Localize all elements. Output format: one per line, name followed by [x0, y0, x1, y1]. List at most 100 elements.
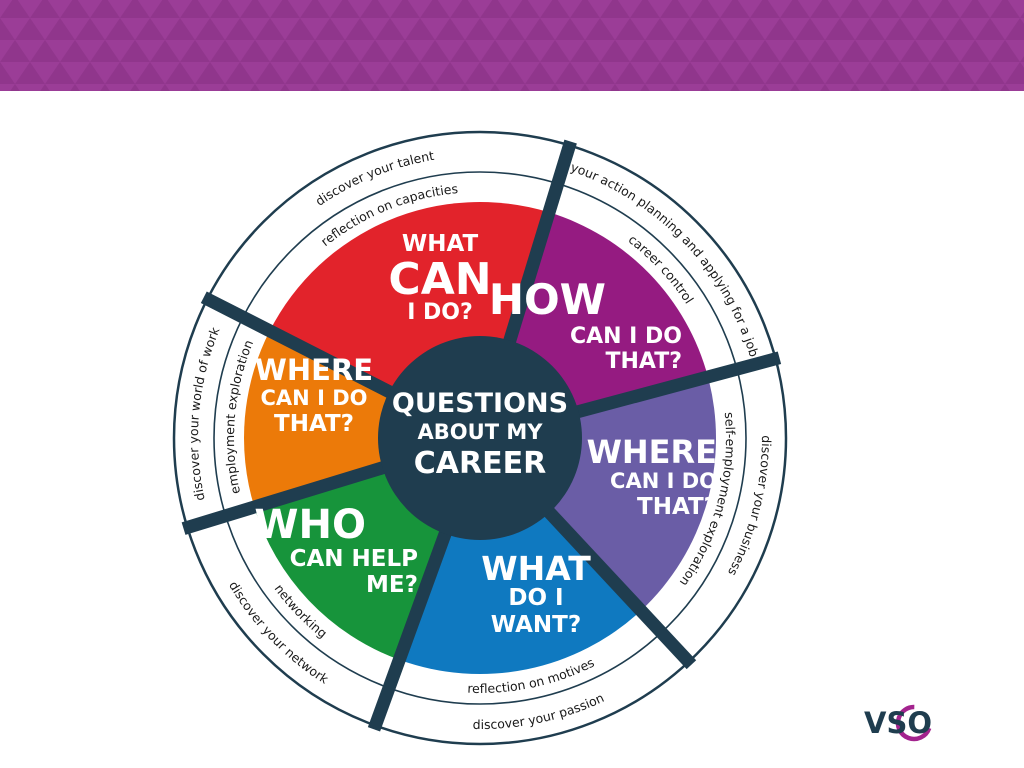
- segment-title-where-left-line-3: THAT?: [274, 411, 354, 437]
- banner-triangle: [750, 40, 780, 62]
- banner-triangle: [435, 18, 465, 40]
- banner-triangle: [310, 84, 320, 91]
- banner-triangle: [400, 84, 410, 91]
- banner-triangle: [555, 62, 585, 84]
- banner-triangle: [975, 62, 1005, 84]
- vso-logo-mark: VSO: [864, 704, 933, 742]
- banner-triangle: [285, 18, 315, 40]
- banner-triangle: [600, 40, 630, 62]
- banner-triangle: [555, 18, 585, 40]
- banner-triangle: [465, 18, 495, 40]
- banner-triangle: [580, 84, 590, 91]
- banner-triangle: [270, 0, 300, 18]
- banner-triangle: [660, 40, 690, 62]
- banner-triangle: [75, 62, 105, 84]
- vso-logo-ring: [895, 704, 933, 742]
- banner-triangle: [285, 62, 315, 84]
- vso-logo-text: VSO: [864, 706, 932, 740]
- banner-triangle: [120, 40, 150, 62]
- segment-title-how-can-line-3: THAT?: [605, 349, 682, 374]
- banner-triangle: [525, 62, 555, 84]
- banner-triangle: [675, 18, 705, 40]
- banner-triangle: [450, 40, 480, 62]
- banner-triangle: [105, 62, 135, 84]
- banner-triangle: [195, 62, 225, 84]
- vso-logo: VSO: [862, 694, 936, 754]
- banner-triangle: [790, 84, 800, 91]
- segment-title-how-can-line-2: CAN I DO: [570, 324, 682, 349]
- banner-triangle: [405, 62, 435, 84]
- center-title-line-2: ABOUT MY: [418, 420, 544, 444]
- banner-triangle: [10, 84, 20, 91]
- banner-triangle: [510, 40, 540, 62]
- banner-triangle: [130, 84, 140, 91]
- banner-triangle: [165, 62, 195, 84]
- banner-triangle: [690, 0, 720, 18]
- banner-triangle: [495, 62, 525, 84]
- banner-triangle: [700, 84, 710, 91]
- segment-title-what-can-line-2: CAN: [388, 254, 491, 305]
- banner-triangle: [780, 0, 810, 18]
- banner-triangle: [960, 0, 990, 18]
- banner-triangle: [840, 0, 870, 18]
- banner-triangle: [645, 18, 675, 40]
- header-banner: [0, 0, 1024, 91]
- banner-triangle: [610, 84, 620, 91]
- banner-triangle: [460, 84, 470, 91]
- segment-dividers: [181, 139, 782, 732]
- banner-triangle: [280, 84, 290, 91]
- banner-triangle: [630, 0, 660, 18]
- banner-triangle: [675, 62, 705, 84]
- banner-triangle: [435, 62, 465, 84]
- banner-triangle: [240, 0, 270, 18]
- banner-triangle: [70, 84, 80, 91]
- banner-triangle: [810, 40, 840, 62]
- banner-triangle: [330, 0, 360, 18]
- banner-triangle: [825, 18, 855, 40]
- banner-triangle: [585, 62, 615, 84]
- banner-triangle: [315, 62, 345, 84]
- center-hub: [378, 336, 582, 540]
- banner-triangle: [795, 62, 825, 84]
- banner-triangle: [190, 84, 200, 91]
- banner-triangle: [585, 18, 615, 40]
- banner-triangle: [1005, 18, 1024, 40]
- banner-triangle: [15, 62, 45, 84]
- banner-triangle: [720, 0, 750, 18]
- banner-pattern: [0, 0, 1024, 91]
- banner-triangle: [225, 62, 255, 84]
- banner-triangle: [525, 18, 555, 40]
- banner-triangle: [660, 0, 690, 18]
- center-title-line-1: QUESTIONS: [392, 388, 568, 419]
- banner-triangle: [600, 0, 630, 18]
- center-title: QUESTIONS ABOUT MY CAREER: [392, 388, 568, 481]
- segment-wedge-where-left: [244, 330, 480, 507]
- banner-triangle: [930, 0, 960, 18]
- banner-triangle: [30, 0, 60, 18]
- banner-triangle: [970, 84, 980, 91]
- segment-title-what-want-line-2: DO I: [508, 585, 563, 611]
- banner-triangle: [645, 62, 675, 84]
- banner-triangle: [795, 18, 825, 40]
- banner-triangle: [120, 0, 150, 18]
- banner-triangle: [915, 18, 945, 40]
- segment-divider: [181, 459, 391, 535]
- banner-triangle: [765, 18, 795, 40]
- banner-triangle: [495, 18, 525, 40]
- banner-triangle: [420, 40, 450, 62]
- banner-triangle: [705, 62, 735, 84]
- banner-triangle: [210, 0, 240, 18]
- banner-triangle: [825, 62, 855, 84]
- banner-triangle: [390, 0, 420, 18]
- banner-triangle: [240, 40, 270, 62]
- segment-title-what-can-line-1: WHAT: [402, 231, 479, 257]
- banner-triangle: [855, 62, 885, 84]
- banner-triangle: [330, 40, 360, 62]
- banner-triangle: [0, 0, 30, 18]
- banner-triangle: [750, 0, 780, 18]
- segment-title-who-help-line-2: CAN HELP: [290, 546, 418, 572]
- banner-triangle: [480, 40, 510, 62]
- banner-triangle: [0, 62, 15, 84]
- banner-triangle: [30, 40, 60, 62]
